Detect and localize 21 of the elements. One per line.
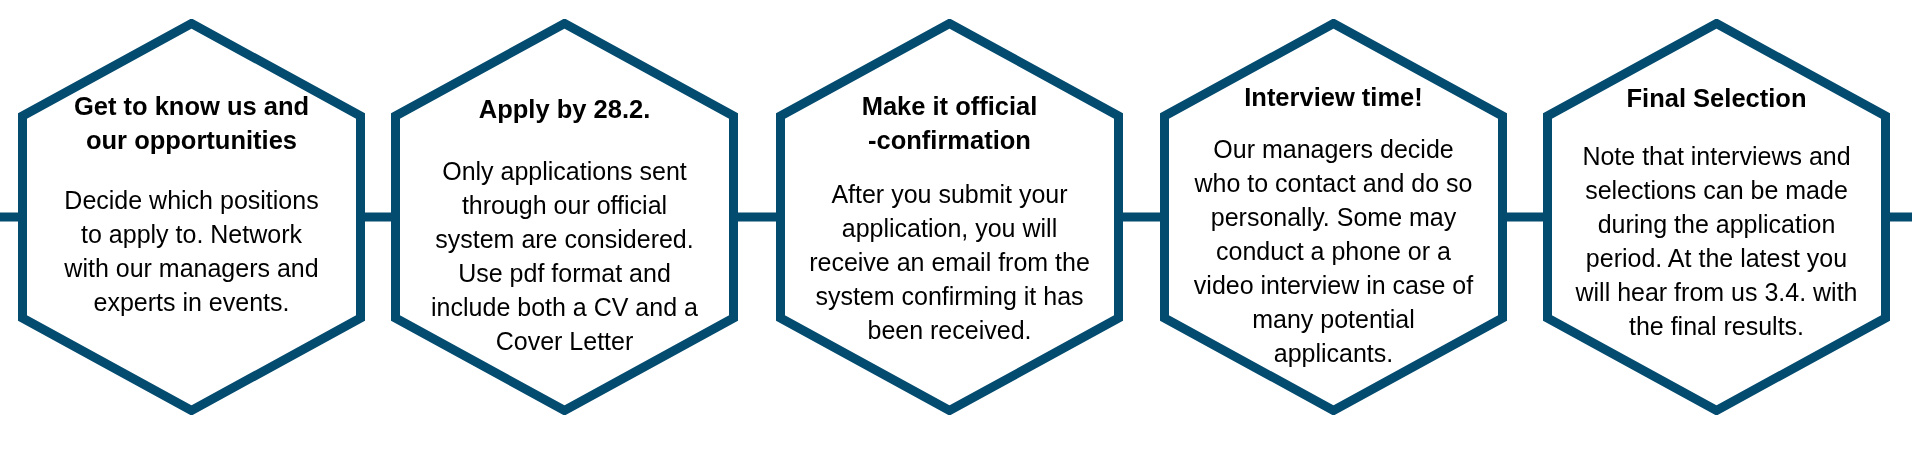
hexagon-step bbox=[1160, 19, 1507, 415]
connector-line bbox=[1507, 212, 1543, 222]
step-description: Note that interviews and selections can be made during the application period. At the latest you will hear from us 3.4. with the final results. bbox=[1574, 141, 1859, 342]
hexagon-step bbox=[776, 19, 1123, 415]
connector-line bbox=[1890, 212, 1912, 222]
step-description: Only applications sent through our official system are considered. Use pdf format and include both a CV and a Cover Letter bbox=[430, 156, 699, 357]
connector-line bbox=[0, 212, 18, 222]
step-title: Get to know us and our opportunities bbox=[72, 91, 311, 156]
connector-line bbox=[738, 212, 776, 222]
step-description: Decide which positions to apply to. Network with our managers and experts in events. bbox=[63, 185, 320, 318]
step-description: After you submit your application, you will receive an email from the system confirming it has been received. bbox=[808, 179, 1091, 346]
step-description: Our managers decide who to contact and do so personally. Some may conduct a phone or a video interview in case of many potential applicants. bbox=[1192, 134, 1475, 369]
connector-line bbox=[365, 212, 391, 222]
step-title: Final Selection bbox=[1626, 83, 1807, 114]
step-title: Interview time! bbox=[1244, 82, 1423, 113]
hexagon-step bbox=[391, 19, 738, 415]
step-title: Make it official -confirmation bbox=[860, 91, 1039, 156]
step-title: Apply by 28.2. bbox=[478, 94, 651, 125]
hexagon-step bbox=[18, 19, 365, 415]
connector-line bbox=[1123, 212, 1160, 222]
hexagon-step bbox=[1543, 19, 1890, 415]
